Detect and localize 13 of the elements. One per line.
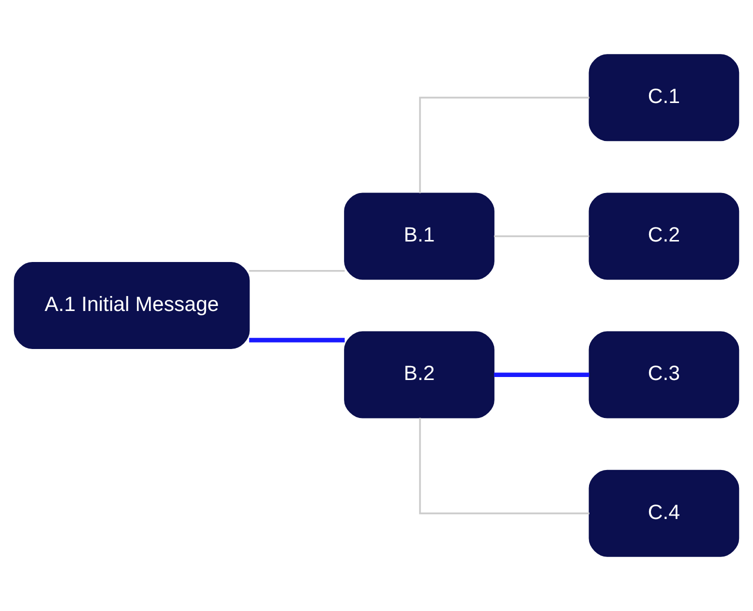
node-box: B.2 bbox=[344, 331, 494, 418]
node-box: C.2 bbox=[588, 192, 740, 280]
connector bbox=[249, 270, 345, 272]
connector bbox=[419, 96, 590, 194]
connector bbox=[419, 418, 590, 514]
connector bbox=[494, 235, 590, 238]
node-box: B.1 bbox=[344, 192, 494, 280]
node-box: A.1 Initial Message bbox=[14, 262, 250, 349]
connector bbox=[494, 372, 590, 377]
node-box: C.3 bbox=[588, 331, 740, 418]
node-box: C.1 bbox=[588, 54, 740, 142]
node-box: C.4 bbox=[588, 470, 740, 557]
connector bbox=[249, 338, 345, 342]
